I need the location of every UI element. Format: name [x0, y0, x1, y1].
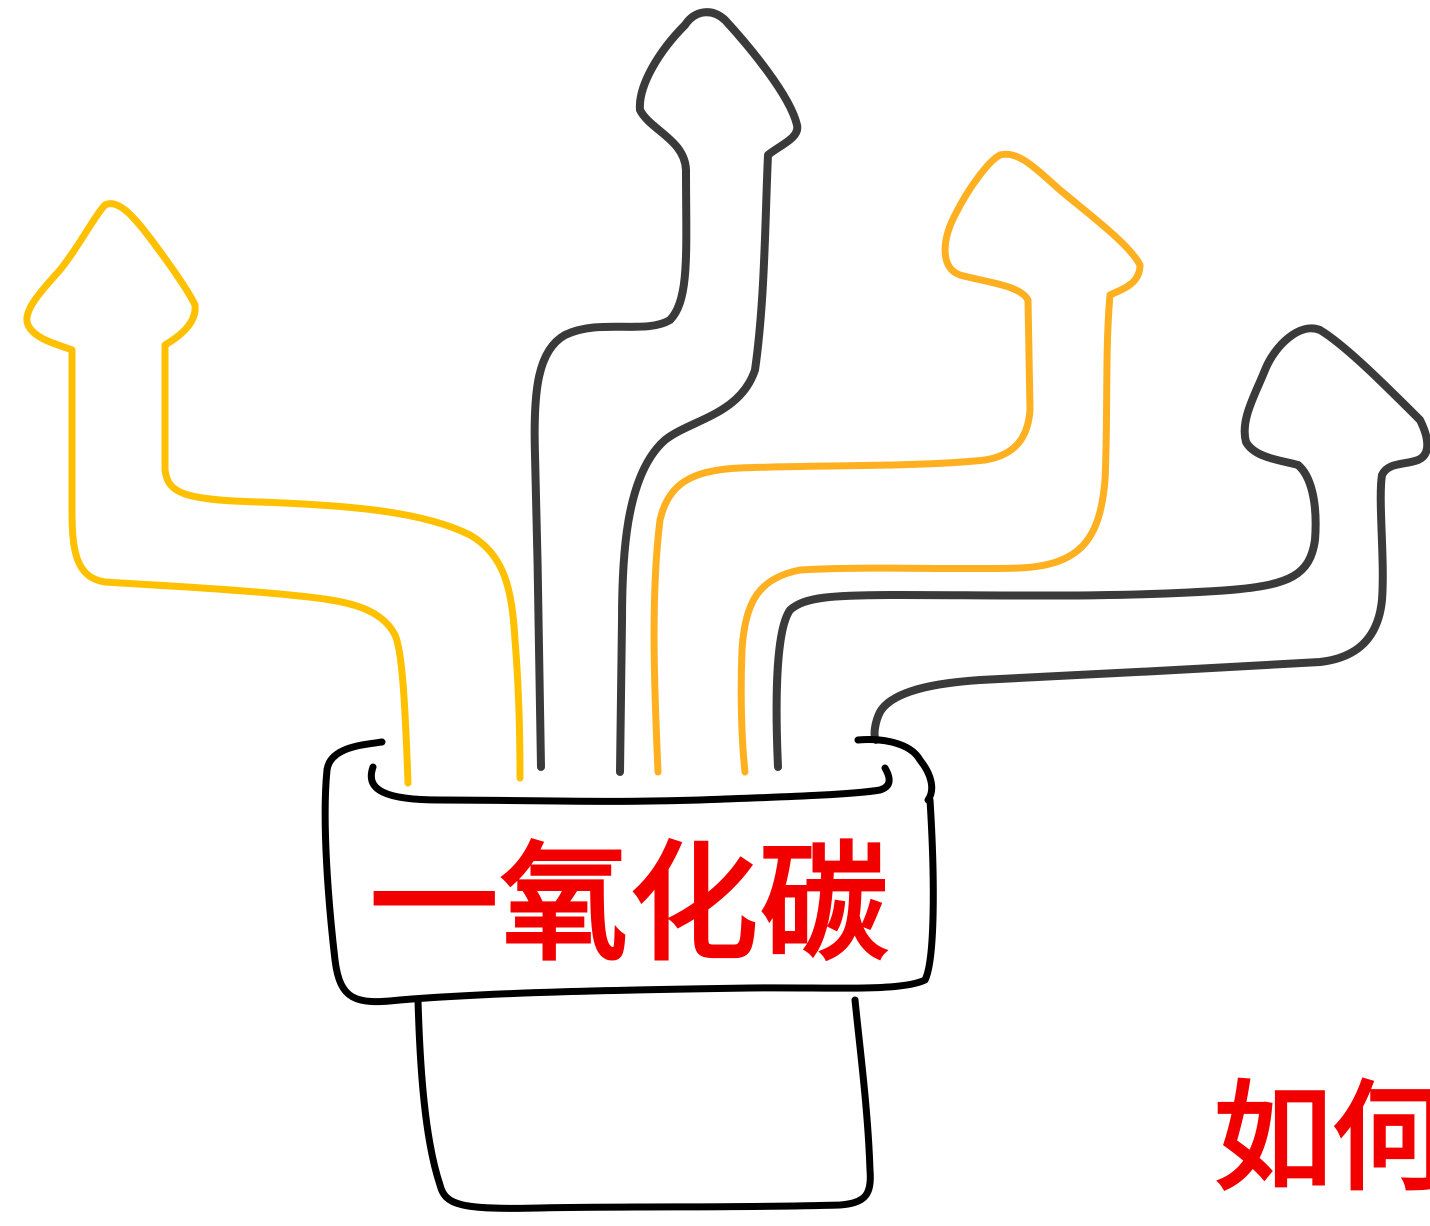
arrow-left-yellow [23, 200, 524, 787]
arrow-right-orange [650, 150, 1144, 776]
pot-shape [321, 736, 937, 1212]
arrow-far-right-black [772, 324, 1430, 771]
arrow-center-black [530, 8, 802, 776]
pot-label: 一氧化碳 [369, 830, 890, 979]
corner-title-text: 如何 [1214, 1069, 1430, 1207]
